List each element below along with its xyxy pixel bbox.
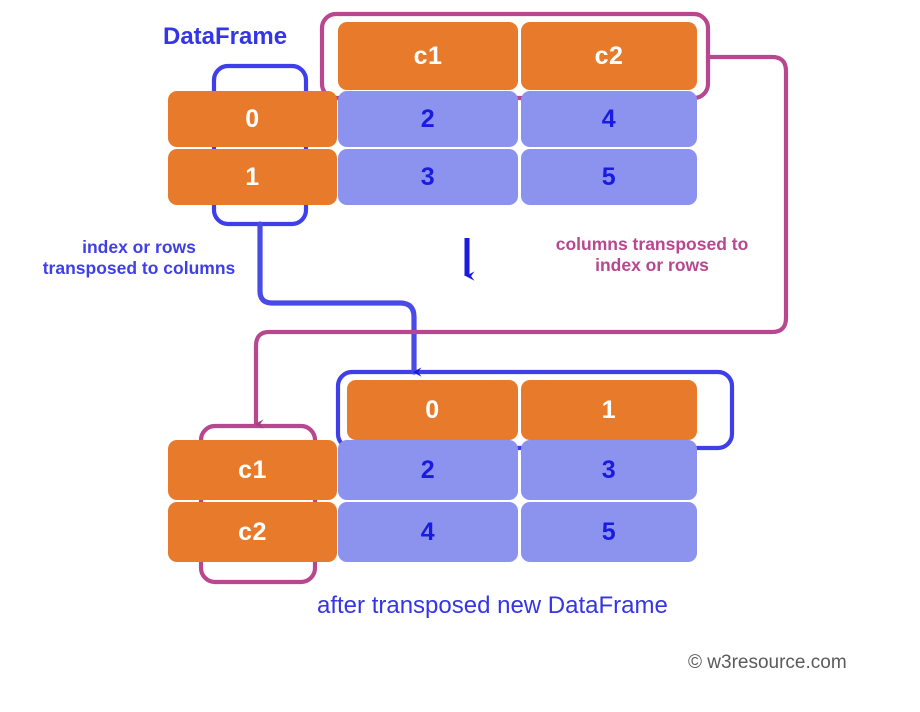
original-cell-r0-c0: 2 (338, 91, 518, 147)
original-index-0: 0 (168, 91, 337, 147)
transposed-column-header-0: 0 (347, 380, 518, 440)
transposed-cell-r0-c1: 3 (521, 440, 697, 500)
transposed-cell-r0-c0: 2 (338, 440, 518, 500)
original-cell-r1-c1: 5 (521, 149, 697, 205)
original-column-header-c2: c2 (521, 22, 697, 90)
transposed-index-c1: c1 (168, 440, 337, 500)
original-index-1: 1 (168, 149, 337, 205)
transposed-column-header-1: 1 (521, 380, 697, 440)
page-title: DataFrame (163, 23, 288, 50)
transposed-index-c2: c2 (168, 502, 337, 562)
original-column-header-c1: c1 (338, 22, 518, 90)
transposed-cell-r1-c0: 4 (338, 502, 518, 562)
original-cell-r1-c0: 3 (338, 149, 518, 205)
annotation-index-to-columns: index or rows transposed to columns (42, 237, 236, 279)
diagram-caption: after transposed new DataFrame (317, 592, 668, 619)
copyright-credit: © w3resource.com (688, 652, 847, 673)
wire-index-to-columns (257, 221, 422, 377)
original-cell-r0-c1: 4 (521, 91, 697, 147)
annotation-columns-to-index: columns transposed to index or rows (555, 234, 749, 276)
transposed-cell-r1-c1: 5 (521, 502, 697, 562)
